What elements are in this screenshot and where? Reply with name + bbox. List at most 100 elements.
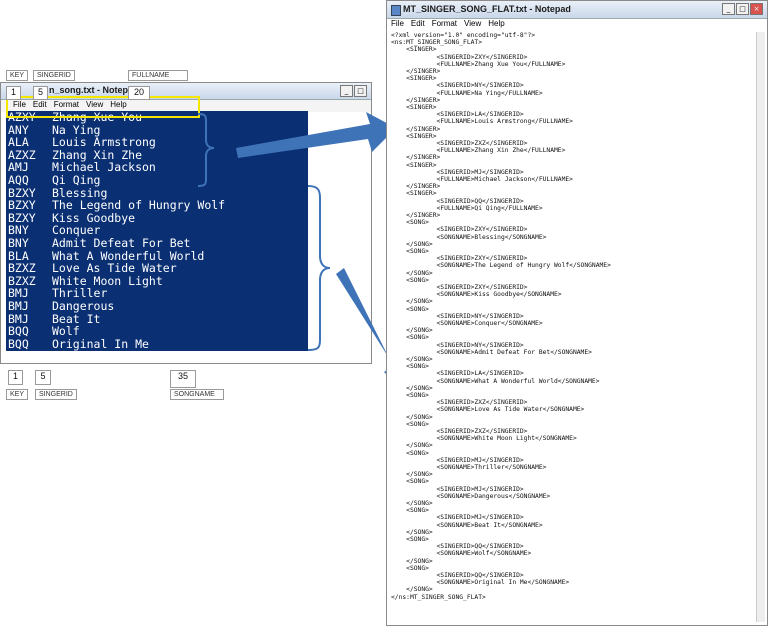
xml-line: </SINGER> [391,96,441,104]
minimize-icon[interactable]: _ [722,3,735,15]
xml-line: <SINGERID>ZXY</SINGERID> [391,226,528,234]
menu-file[interactable]: File [13,100,26,109]
xml-line: </SONG> [391,356,433,363]
xml-line: <SINGERID>ZXY</SINGERID> [391,53,528,61]
vertical-scrollbar[interactable] [756,32,765,622]
row-value: Na Ying [52,122,101,137]
xml-line: <FULLNAME>Na Ying</FULLNAME> [391,89,543,97]
song-rows-brace [307,185,331,351]
row-value: Blessing [52,185,108,200]
xml-line: <SINGERID>MJ</SINGERID> [391,485,524,493]
row-value: Love As Tide Water [52,261,177,276]
row-key: BNY [8,223,29,238]
arrow-to-song-icon [336,268,408,396]
row-key: BLA [8,248,29,263]
row-key: AMJ [8,160,29,175]
maximize-icon[interactable]: □ [354,85,367,97]
menu-view[interactable]: View [464,19,482,28]
row-value: Thriller [52,286,108,301]
xml-line: <SONG> [391,363,429,371]
fullname-length-top: 20 [128,86,150,100]
flat-row: BZXZ Love As Tide Water [8,262,177,274]
menu-edit[interactable]: Edit [410,19,425,28]
xml-line: <SINGERID>QQ</SINGERID> [391,572,524,579]
singerid-label-top: SINGERID [33,70,75,81]
row-value: What A Wonderful World [52,248,205,263]
menu-format[interactable]: Format [53,100,80,109]
xml-line: <SONG> [391,248,429,255]
xml-line: <SONGNAME>White Moon Light</SONGNAME> [391,435,577,443]
xml-line: <SONGNAME>Wolf</SONGNAME> [391,550,532,558]
row-key: BNY [8,236,29,250]
xml-line: <SINGERID>ZXY</SINGERID> [391,255,528,263]
xml-line: <SINGERID>MJ</SINGERID> [391,456,524,464]
row-value: Beat It [52,311,101,326]
row-key: BMJ [8,311,29,326]
flat-row: BZXZ White Moon Light [8,275,163,287]
menu-edit[interactable]: Edit [32,100,47,109]
xml-line: <SINGERID>MJ</SINGERID> [391,514,524,522]
xml-line: <SONG> [391,478,429,486]
maximize-icon[interactable]: □ [736,3,749,15]
key-length-bottom: 1 [8,370,23,385]
xml-line: <SINGERID>QQ</SINGERID> [391,197,524,205]
xml-text-area[interactable]: <?xml version="1.0" encoding="utf-8"?><n… [391,32,755,622]
minimize-icon[interactable]: _ [340,85,353,97]
xml-line: <SONGNAME>Thriller</SONGNAME> [391,464,547,471]
xml-line: <?xml version="1.0" encoding="utf-8"?> [391,32,536,39]
xml-line: <ns:MT_SINGER_SONG_FLAT> [391,39,482,47]
row-key: BZXY [8,198,36,213]
xml-line: <SINGER> [391,46,437,54]
xml-line: <SONGNAME>Conquer</SONGNAME> [391,320,543,327]
xml-line: </SINGER> [391,154,441,162]
xml-line: </SINGER> [391,183,441,191]
row-key: BQQ [8,324,29,339]
row-value: Qi Qing [52,173,101,187]
xml-line: <SINGERID>ZXY</SINGERID> [391,284,528,291]
row-value: Louis Armstrong [52,135,156,150]
key-label-bottom: KEY [6,389,29,400]
xml-line: </SINGER> [391,68,441,75]
flat-row: BMJ Beat It [8,313,100,325]
xml-line: <SINGER> [391,161,437,169]
menu-help[interactable]: Help [488,19,505,28]
xml-line: <FULLNAME>Louis Armstrong</FULLNAME> [391,118,573,126]
left-title-bar[interactable]: n_song.txt - Notepad _ □ [1,83,371,100]
row-key: BQQ [8,336,29,351]
right-title-bar[interactable]: MT_SINGER_SONG_FLAT.txt - Notepad _ □ × [387,1,767,19]
xml-line: <SONGNAME>Beat It</SONGNAME> [391,521,543,529]
menu-file[interactable]: File [391,19,404,28]
xml-line: <SONG> [391,564,429,572]
row-key: BMJ [8,286,29,301]
menu-help[interactable]: Help [110,100,127,109]
row-key: BZXZ [8,273,36,288]
xml-line: </SONG> [391,384,433,392]
notepad-icon [391,5,401,16]
xml-line: <SONGNAME>Original In Me</SONGNAME> [391,579,570,587]
row-key: ANY [8,122,29,137]
xml-line: <SONGNAME>Kiss Goodbye</SONGNAME> [391,291,562,299]
xml-line: <SONG> [391,334,429,342]
fullname-label-top: FULLNAME [128,70,188,81]
row-key: BZXZ [8,261,36,276]
flat-row: BLA What A Wonderful World [8,250,204,262]
menu-view[interactable]: View [86,100,104,109]
xml-line: <SINGERID>ZXZ</SINGERID> [391,140,528,147]
row-value: Wolf [52,324,80,339]
xml-line: <SONGNAME>Dangerous</SONGNAME> [391,492,551,500]
xml-line: <SONGNAME>What A Wonderful World</SONGNA… [391,377,600,385]
flat-row: BMJ Thriller [8,287,107,299]
singer-rows-brace [197,113,215,187]
close-icon[interactable]: × [750,3,763,15]
xml-line: </SONG> [391,413,433,421]
row-value: Admit Defeat For Bet [52,236,191,250]
menu-format[interactable]: Format [431,19,458,28]
row-value: White Moon Light [52,273,163,288]
xml-line: <SINGER> [391,190,437,198]
xml-line: </SONG> [391,557,433,565]
singerid-length-bottom: 5 [35,370,51,385]
